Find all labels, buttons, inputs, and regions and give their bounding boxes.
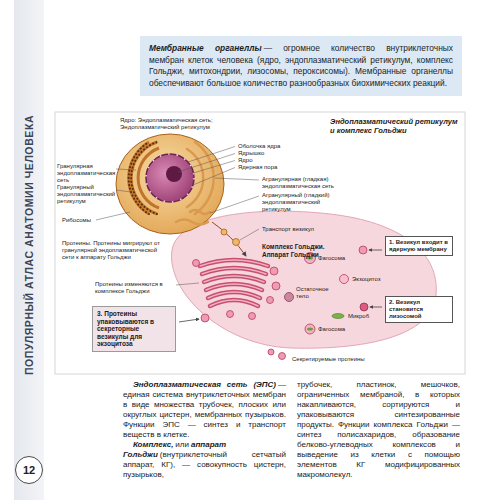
vesicle (272, 282, 280, 290)
body-paragraph: Эндоплазматическая сеть (ЭПС)— единая си… (123, 380, 286, 440)
vesicle (227, 311, 234, 318)
leader-line (240, 229, 259, 240)
transport-arrow (212, 222, 246, 256)
vesicle (233, 239, 240, 246)
node-text: 2. Везикул становится лизосомой (389, 299, 423, 319)
body-paragraph: Комплекс,илиаппарат Гольджи(внутриклеточ… (123, 440, 286, 480)
callout-box: 2. Везикул становится лизосомой (385, 296, 453, 323)
leader-line (193, 168, 235, 186)
leader-lines (96, 147, 259, 286)
leader-line (210, 196, 259, 213)
phagosome (305, 324, 315, 334)
node-text: Мембранные органеллы (149, 43, 262, 53)
body-text: или (175, 440, 189, 449)
body-text: Комплекс, (133, 440, 173, 449)
callout-arrow (179, 319, 199, 322)
part-label: Секретируемые протеины (292, 356, 365, 363)
leader-line (116, 190, 131, 192)
callout-box: 3. Протеины упаковываются в секреторные … (92, 306, 176, 352)
cisterna-lumen (200, 260, 268, 306)
figure-title: Эндоплазматический ретикулум и комплекс … (330, 117, 458, 135)
part-label: Ядрышко (238, 150, 264, 157)
leader-line (188, 147, 235, 163)
leader-line (215, 178, 259, 180)
intro-panel: Мембранные органеллы— огромное количеств… (140, 36, 462, 96)
node-text: ПОПУЛЯРНЫЙ АТЛАС АНАТОМИИ ЧЕЛОВЕКА (23, 115, 35, 375)
leader-line (96, 212, 130, 220)
residual-body (285, 293, 294, 302)
exocytosis-vesicle (340, 275, 349, 284)
er-tubule (195, 142, 214, 214)
golgi-stack (200, 260, 268, 306)
part-label: Агранулярная (гладкая) эндоплазматическа… (262, 176, 350, 190)
part-label: Экзоцитоз (352, 276, 381, 283)
callout-box: 1. Везикул входит в ядерную мембрану (385, 236, 453, 256)
er-tubule (190, 210, 210, 214)
golgi-vesicles (193, 246, 368, 360)
nuclear-pores (146, 154, 194, 202)
nucleolus (166, 166, 182, 182)
part-label: Гранулярный эндоплазматический ретикулум (57, 184, 113, 205)
vesicle (221, 229, 227, 235)
callout-arrows (179, 250, 382, 322)
side-band: ПОПУЛЯРНЫЙ АТЛАС АНАТОМИИ ЧЕЛОВЕКА (14, 0, 44, 500)
golgi-cell (172, 211, 437, 348)
callout-arrow (369, 250, 382, 251)
leader-line (116, 169, 136, 170)
microbe (332, 314, 344, 319)
page-number: 12 (15, 456, 43, 484)
part-label: Ядро: Эндоплазматическая сеть; Эндоплазм… (120, 117, 228, 131)
part-label: Рибосомы (62, 217, 91, 224)
part-label: Микроб (348, 313, 369, 320)
body-text: Эндоплазматическая сеть (ЭПС) (133, 380, 276, 389)
callout-arrow (370, 307, 382, 308)
node-text: 12 (23, 464, 35, 476)
er-cell (116, 134, 224, 234)
vesicle (249, 313, 256, 320)
er-tubule (176, 220, 208, 225)
vesicle (270, 267, 278, 275)
part-label: Ядро (238, 157, 253, 164)
part-label: Оболочка ядра (238, 143, 280, 150)
lysosome (360, 303, 368, 311)
node-text: 1. Везикул входит в ядерную мембрану (389, 239, 448, 252)
part-label: Транспорт везикул (262, 226, 314, 233)
body-paragraph: трубочек, пластинок, мешочков, ограничен… (297, 380, 460, 480)
vesicle (193, 260, 200, 267)
vesicle (359, 246, 367, 254)
part-label: Фагосома (318, 255, 345, 262)
figure-panel (55, 112, 465, 374)
part-label: Остаточное тело (296, 286, 336, 300)
node-text: 3. Протеины упаковываются в секреторные … (97, 310, 154, 347)
part-label: Протеины изменяются в комплексе Гольджи (95, 281, 173, 295)
vesicle (267, 297, 274, 304)
body-text: трубочек, пластинок, мешочков, ограничен… (297, 380, 460, 479)
secretory-vesicle (279, 353, 286, 360)
nucleus (146, 154, 194, 202)
part-label: Гранулярная эндоплазматическая сеть (57, 163, 113, 184)
vesicle (201, 314, 209, 322)
microbe (307, 328, 313, 331)
leader-line (190, 161, 235, 175)
part-label: Фагосома (318, 326, 345, 333)
part-label: Ядерная пора (238, 164, 277, 171)
leader-line (176, 283, 199, 285)
part-label: Протеины. Протеины мигрируют от грануляр… (62, 240, 168, 261)
secretory-vesicle (268, 349, 274, 355)
part-label: Агранулярный (гладкий) эндоплазматически… (262, 192, 350, 213)
